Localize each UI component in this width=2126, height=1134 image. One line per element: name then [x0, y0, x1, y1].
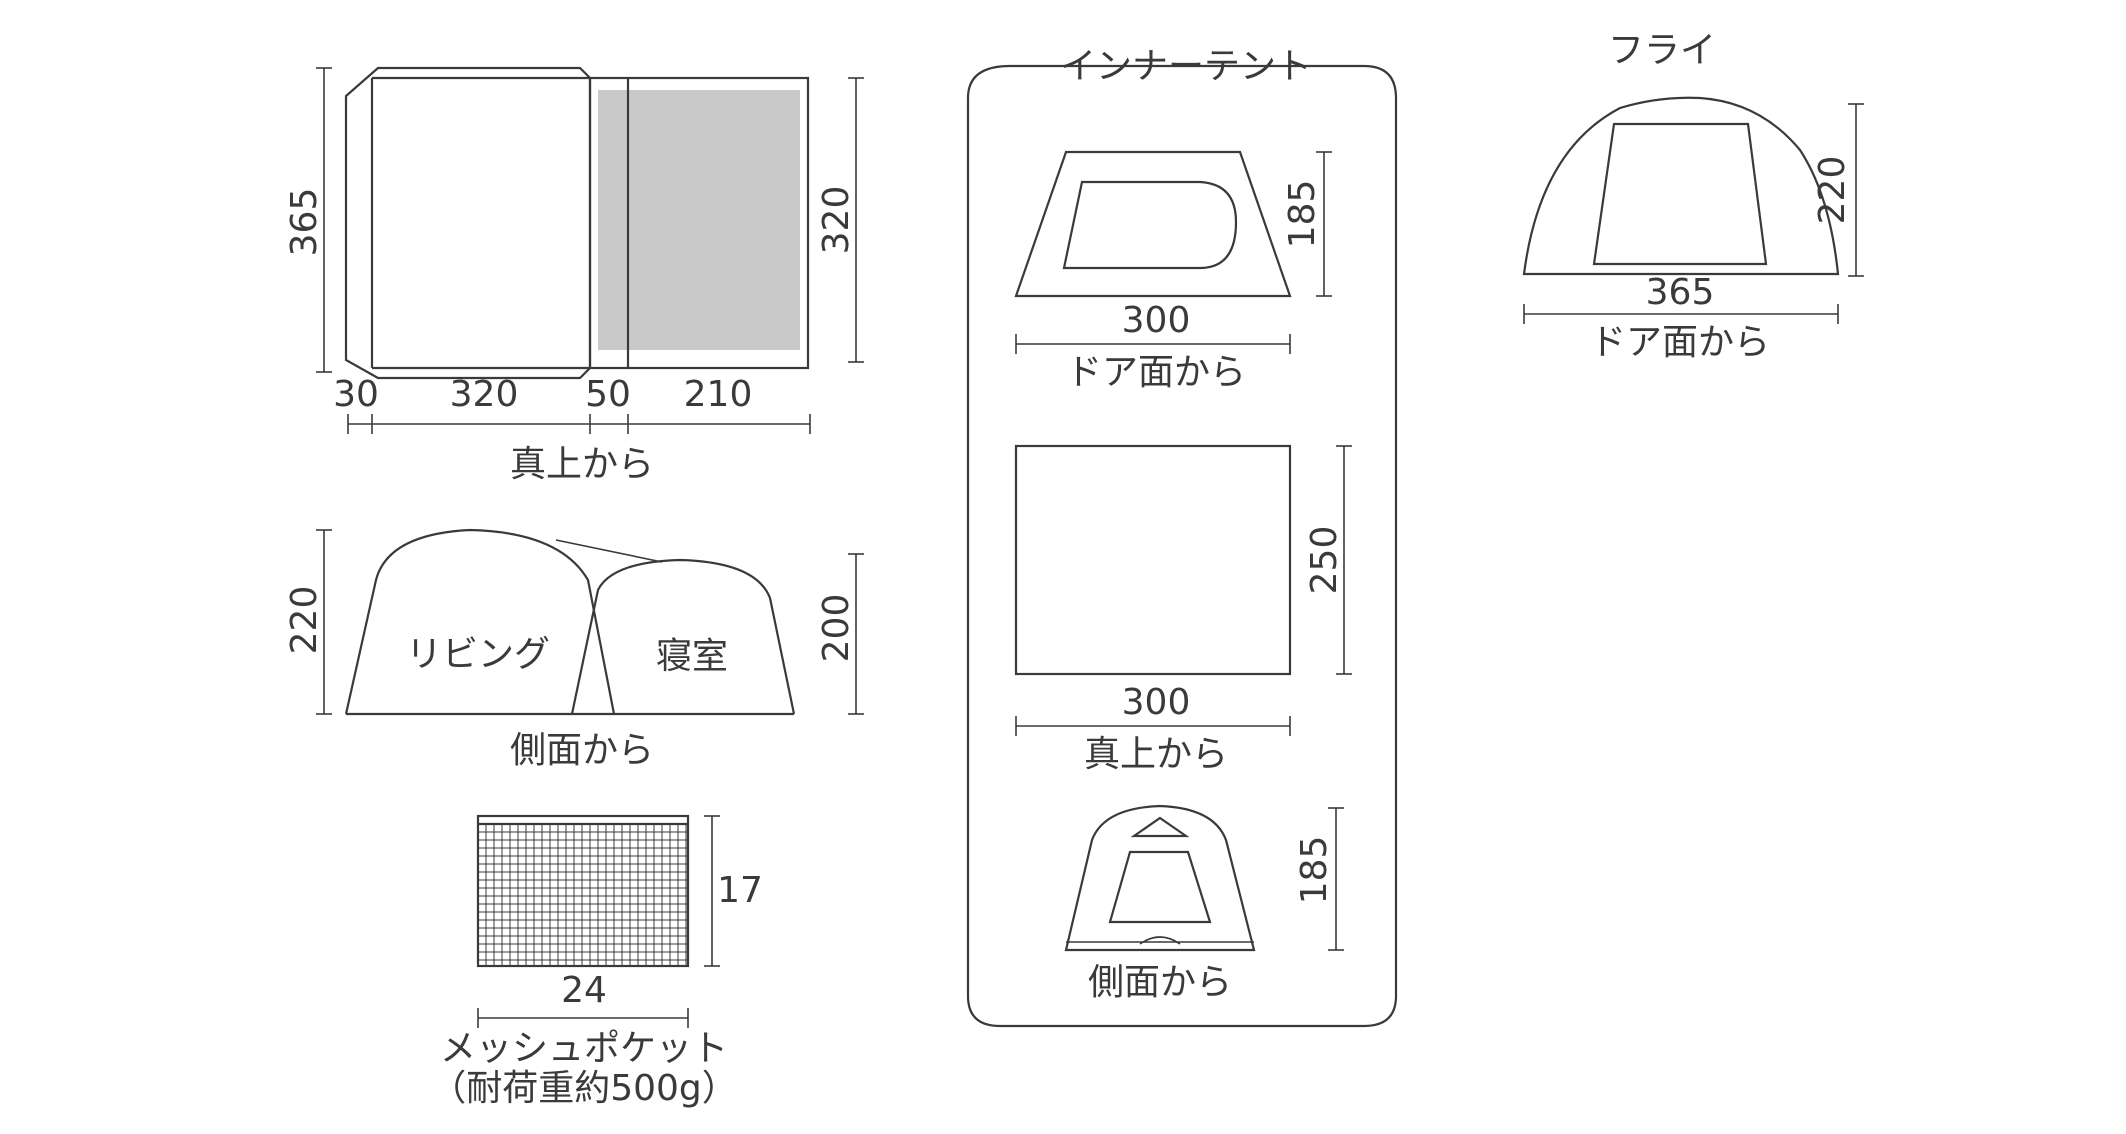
bedroom-outline: [588, 76, 810, 370]
inner-top-caption: 真上から: [1084, 734, 1228, 775]
inner-door-height: 185: [1282, 180, 1323, 249]
mesh-pocket-outline: [476, 814, 690, 968]
fly-silhouette: [1522, 96, 1840, 276]
inner-top-width: 300: [1122, 682, 1191, 723]
inner-side-caption: 側面から: [1088, 962, 1232, 1003]
inner-top-rect: [1014, 444, 1292, 676]
pocket-height: 17: [717, 870, 763, 911]
inner-side-view: 185 側面から: [1064, 804, 1344, 1003]
top-view-width-3: 50: [585, 374, 631, 415]
fly-width: 365: [1646, 272, 1715, 313]
inner-tent-title: インナーテント: [1060, 46, 1312, 87]
fly-door-panel: [1592, 122, 1768, 266]
top-view-width-1: 30: [333, 374, 379, 415]
overall-side-view: リビング 寝室 220 200 側面から: [284, 528, 864, 771]
inner-side-window: [1108, 850, 1212, 924]
label-living: リビング: [406, 634, 550, 675]
inner-door-caption: ドア面から: [1066, 352, 1246, 393]
side-view-caption: 側面から: [510, 730, 654, 771]
bedroom-fill: [598, 90, 800, 350]
inner-top-depth: 250: [1304, 526, 1345, 595]
fly-title: フライ: [1608, 30, 1716, 71]
overall-top-view: 365 320 30 320 50 210 真上から: [284, 66, 864, 485]
mesh-grid: [478, 824, 688, 966]
inner-side-vent: [1130, 816, 1190, 838]
side-view-height-right: 200: [816, 594, 857, 663]
inner-side-silhouette: [1064, 804, 1256, 952]
fly-height: 220: [1812, 156, 1853, 225]
pocket-width: 24: [561, 970, 607, 1011]
inner-tent-frame: [966, 64, 1398, 1028]
inner-door-view: 185 300 ドア面から: [1014, 150, 1332, 393]
top-view-height-right: 320: [816, 186, 857, 255]
top-view-height-left: 365: [284, 188, 325, 257]
top-view-width-4: 210: [684, 374, 753, 415]
fly-view: フライ 220 365 ドア面から: [1522, 30, 1864, 363]
inner-door-opening: [1062, 180, 1238, 270]
inner-side-arc: [1139, 936, 1181, 945]
connecting-ridge: [555, 539, 663, 563]
living-room-outline: [344, 66, 592, 380]
bedroom-silhouette: [570, 558, 796, 715]
pocket-caption-line1: メッシュポケット: [440, 1028, 728, 1069]
top-view-caption: 真上から: [510, 444, 654, 485]
inner-top-view: 250 300 真上から: [1014, 444, 1352, 775]
pocket-caption-line2: （耐荷重約500g）: [430, 1068, 738, 1109]
fly-caption: ドア面から: [1590, 322, 1770, 363]
top-view-width-2: 320: [450, 374, 519, 415]
inner-door-trapezoid: [1014, 150, 1292, 298]
side-view-height-left: 220: [284, 586, 325, 655]
inner-tent-panel: インナーテント 185 300 ドア面から 250 300 真上: [966, 46, 1398, 1028]
inner-side-height: 185: [1294, 836, 1335, 905]
inner-door-width: 300: [1122, 300, 1191, 341]
living-room-silhouette: [344, 528, 616, 715]
label-bedroom: 寝室: [656, 636, 728, 677]
mesh-pocket: 17 24 メッシュポケット （耐荷重約500g）: [430, 814, 763, 1109]
